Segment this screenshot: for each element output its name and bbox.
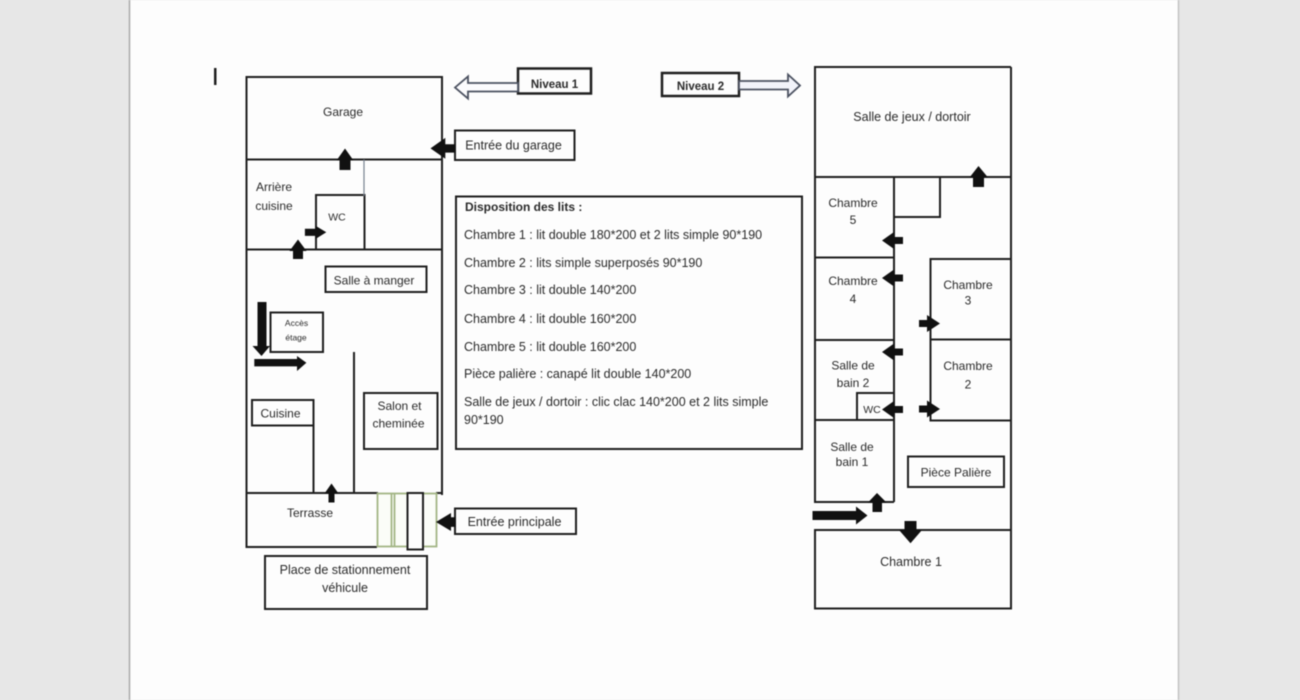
svg-text:Salle de: Salle de <box>831 359 875 373</box>
svg-text:Niveau 1: Niveau 1 <box>531 79 579 91</box>
svg-text:Pièce Palière: Pièce Palière <box>921 466 992 480</box>
svg-text:Salle de: Salle de <box>830 440 874 454</box>
svg-text:Pièce palière : canapé lit dou: Pièce palière : canapé lit double 140*20… <box>464 367 691 381</box>
svg-text:Chambre: Chambre <box>943 359 993 373</box>
svg-text:véhicule: véhicule <box>322 581 368 595</box>
svg-text:Entrée du garage: Entrée du garage <box>465 139 562 153</box>
svg-text:cheminée: cheminée <box>372 417 424 431</box>
svg-text:WC: WC <box>863 404 881 416</box>
svg-text:Chambre 1 : lit double 180*200: Chambre 1 : lit double 180*200 et 2 lits… <box>464 228 762 242</box>
svg-text:bain 1: bain 1 <box>836 455 869 469</box>
svg-text:Chambre: Chambre <box>828 274 878 288</box>
svg-text:Disposition des lits :: Disposition des lits : <box>465 200 582 214</box>
svg-text:Arrière: Arrière <box>256 180 292 194</box>
svg-text:Chambre 3 : lit double 140*200: Chambre 3 : lit double 140*200 <box>464 283 636 297</box>
svg-text:4: 4 <box>850 292 857 306</box>
svg-text:Salle de jeux / dortoir : clic: Salle de jeux / dortoir : clic clac 140*… <box>464 395 768 409</box>
svg-text:cuisine: cuisine <box>255 199 293 213</box>
svg-text:Chambre 2 : lits simple superp: Chambre 2 : lits simple superposés 90*19… <box>464 256 702 270</box>
svg-text:Entrée principale: Entrée principale <box>468 515 562 529</box>
svg-text:Salle à manger: Salle à manger <box>334 274 415 288</box>
svg-text:WC: WC <box>328 212 346 224</box>
svg-text:Chambre 4 : lit double 160*200: Chambre 4 : lit double 160*200 <box>464 312 636 326</box>
svg-text:Place de stationnement: Place de stationnement <box>280 563 411 577</box>
svg-text:Chambre: Chambre <box>828 196 878 210</box>
svg-text:Salon et: Salon et <box>377 399 422 413</box>
svg-text:Chambre 5 : lit double 160*200: Chambre 5 : lit double 160*200 <box>464 340 636 354</box>
svg-text:Niveau 2: Niveau 2 <box>677 81 724 93</box>
svg-text:étage: étage <box>285 333 307 343</box>
svg-text:Accès: Accès <box>285 318 308 328</box>
svg-text:Chambre 1: Chambre 1 <box>880 555 942 569</box>
svg-text:Cuisine: Cuisine <box>260 407 300 421</box>
svg-text:bain 2: bain 2 <box>837 376 870 390</box>
svg-text:Terrasse: Terrasse <box>287 506 333 520</box>
svg-text:Garage: Garage <box>323 105 363 119</box>
svg-text:90*190: 90*190 <box>464 413 504 427</box>
svg-text:3: 3 <box>965 294 972 308</box>
svg-text:Salle de jeux / dortoir: Salle de jeux / dortoir <box>853 110 970 124</box>
svg-text:5: 5 <box>850 213 857 227</box>
svg-text:2: 2 <box>965 378 972 392</box>
svg-text:Chambre: Chambre <box>943 278 993 292</box>
